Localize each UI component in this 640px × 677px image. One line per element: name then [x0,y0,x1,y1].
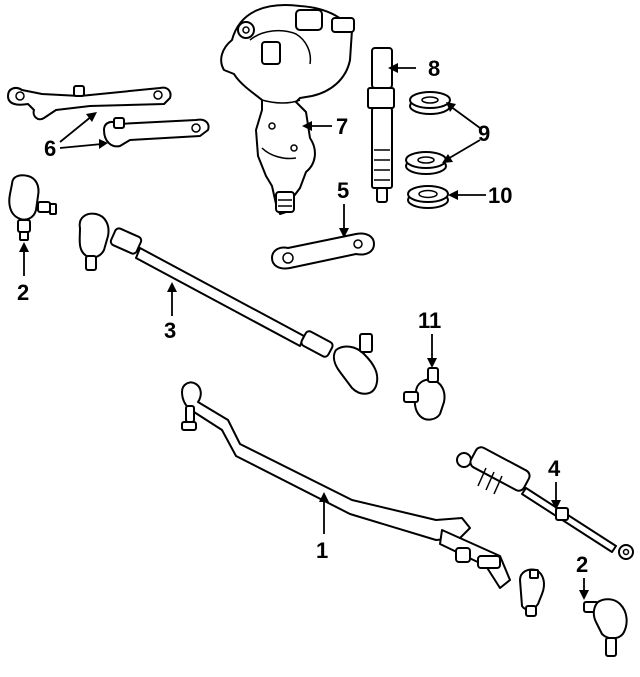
callout-3: 3 [164,318,176,343]
center-link [181,381,545,617]
callout-9: 9 [478,121,490,146]
tie-rod-end-left [8,174,57,241]
steering-arm-lower [103,117,210,148]
tie-rod-end-right [403,367,446,421]
callout-6: 6 [44,136,56,161]
steering-damper [456,446,634,560]
callout-5: 5 [337,178,349,203]
callout-leaders [19,63,589,600]
callout-1: 1 [316,538,328,563]
bushing-lower [405,151,447,175]
callout-7: 7 [336,114,348,139]
callout-2: 2 [17,280,29,305]
callout-10: 10 [488,183,512,208]
sector-shaft [367,47,395,203]
pitman-arm [271,232,375,270]
steering-gear-box [220,4,355,215]
callout-4: 4 [548,456,561,481]
steering-arm-upper [7,85,172,121]
tie-rod-end-lower-right [583,598,628,657]
shaft-seal [407,185,449,209]
callout-8: 8 [428,56,440,81]
callout-11: 11 [418,308,441,333]
callout-2-lower: 2 [576,552,588,577]
tie-rod-assembly [78,212,379,395]
bushing-upper [409,91,451,115]
